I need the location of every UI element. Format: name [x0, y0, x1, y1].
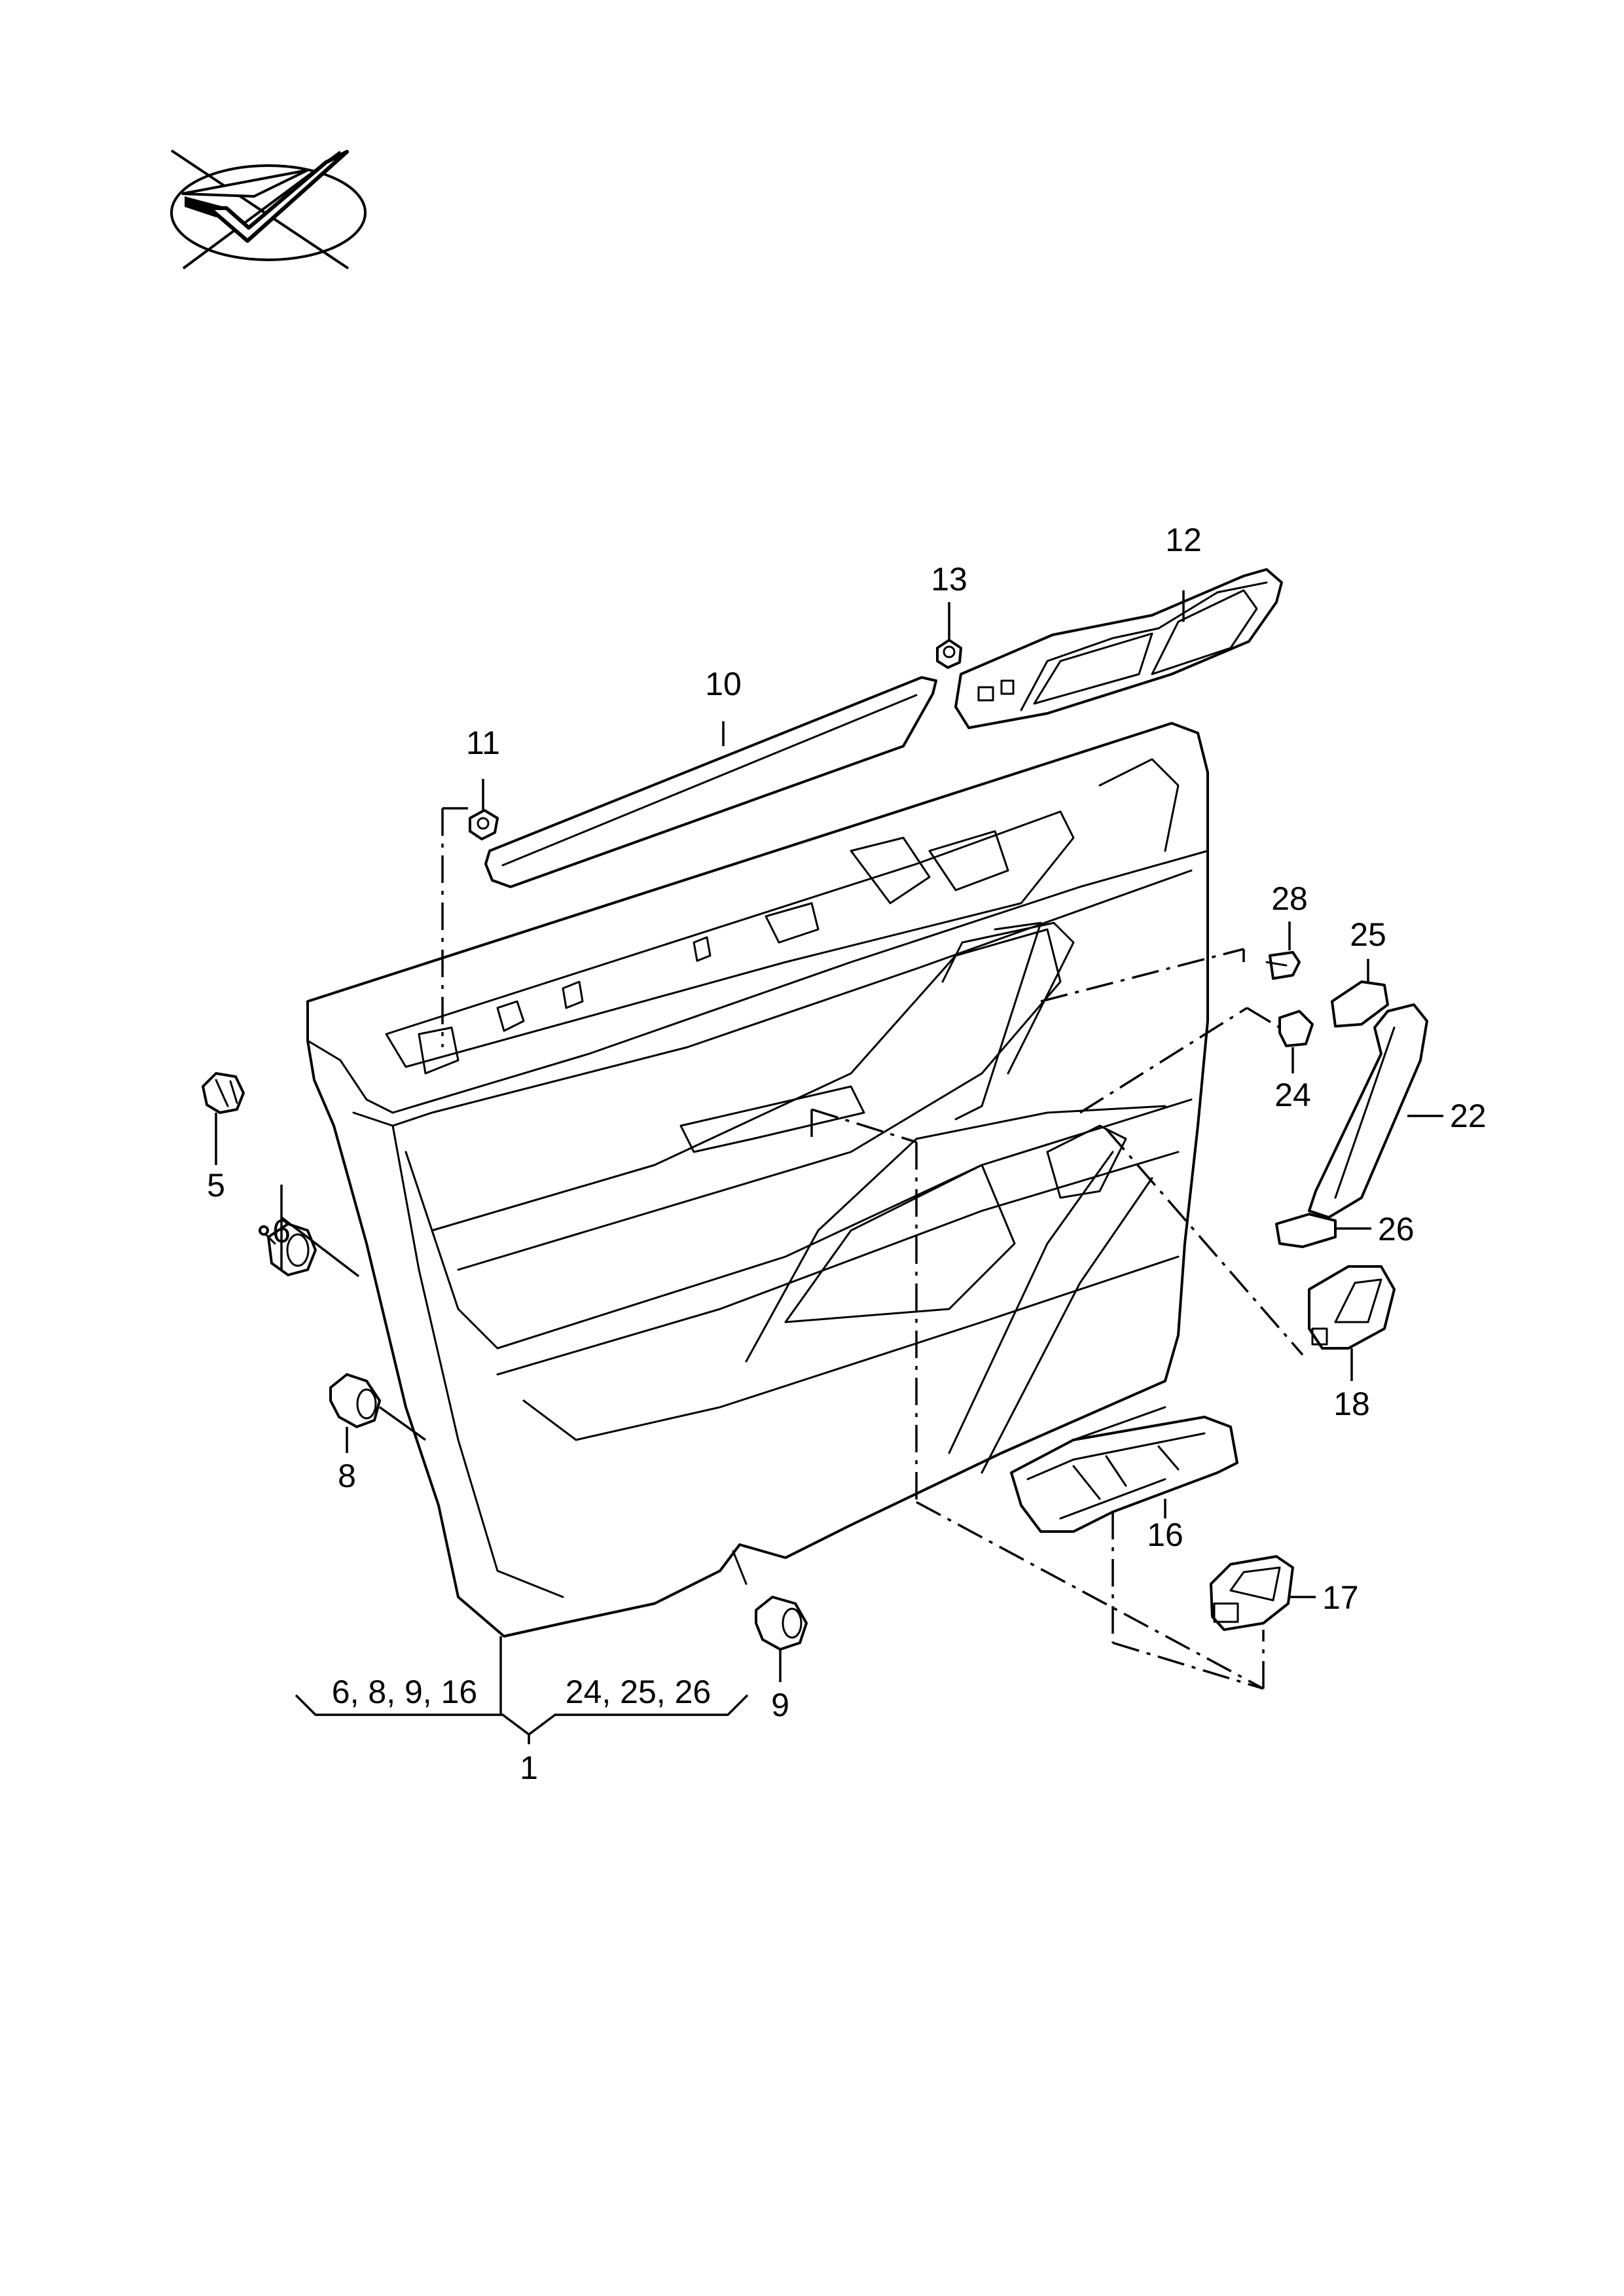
callout-9: 9 — [771, 1687, 789, 1723]
clip-11 — [469, 809, 499, 840]
callout-22: 22 — [1450, 1098, 1487, 1134]
callout-24: 24 — [1274, 1077, 1311, 1113]
callout-13: 13 — [931, 561, 967, 598]
clip-24 — [1278, 1010, 1314, 1047]
clip-13 — [936, 639, 962, 669]
group-label-left: 6, 8, 9, 16 — [332, 1674, 477, 1710]
grab-handle-22 — [1308, 1003, 1428, 1219]
callout-8: 8 — [338, 1458, 356, 1494]
screw-28 — [1265, 951, 1301, 980]
switch-housing-16 — [1010, 1416, 1238, 1533]
callout-6: 6 — [272, 1213, 291, 1249]
fastener-5 — [202, 1072, 245, 1114]
callout-18: 18 — [1333, 1386, 1370, 1422]
callout-labels: 12 13 10 11 28 25 24 22 26 18 16 17 5 6 … — [207, 522, 1487, 1786]
fastener-9 — [755, 1596, 808, 1651]
door-trim-panel — [306, 722, 1209, 1638]
leader-lines — [215, 590, 1443, 1715]
callout-12: 12 — [1165, 522, 1202, 558]
callout-26: 26 — [1378, 1211, 1415, 1247]
trim-strip — [484, 676, 937, 888]
end-cap-25 — [1331, 980, 1389, 1028]
callout-5: 5 — [207, 1167, 225, 1204]
window-switch-18 — [1308, 1265, 1396, 1350]
end-cap-26 — [1275, 1213, 1337, 1248]
callout-16: 16 — [1147, 1516, 1183, 1553]
assembly-lines — [441, 807, 1304, 1690]
callout-25: 25 — [1350, 916, 1386, 953]
group-label-right: 24, 25, 26 — [566, 1674, 711, 1710]
callout-1: 1 — [520, 1749, 538, 1786]
switch-17 — [1210, 1555, 1294, 1631]
callout-28: 28 — [1271, 880, 1308, 917]
door-handle-insert — [954, 568, 1283, 729]
callout-11: 11 — [466, 725, 500, 761]
callout-17: 17 — [1322, 1579, 1359, 1616]
group-bracket — [295, 1694, 749, 1744]
fastener-8 — [329, 1373, 381, 1428]
checkmark-ellipse-logo-icon — [170, 149, 367, 270]
callout-10: 10 — [705, 666, 742, 702]
